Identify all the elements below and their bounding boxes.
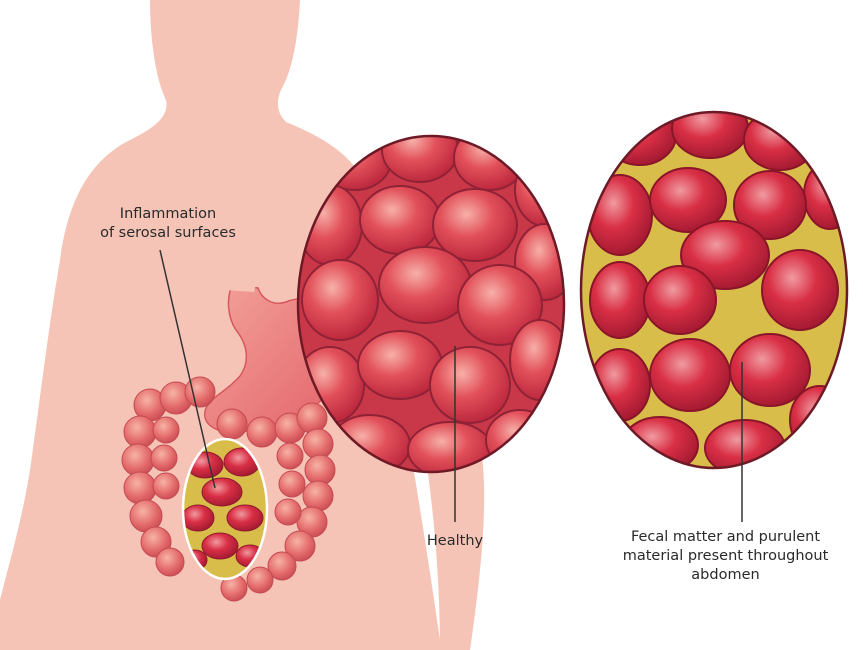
fecal-label-line-1: Fecal matter and purulent (588, 528, 863, 547)
inflammation-label-line-1: Inflammation (68, 205, 268, 224)
inflamed-zoom-panel (580, 98, 856, 476)
fecal-label-line-3: abdomen (588, 566, 863, 585)
inflammation-label: Inflammation of serosal surfaces (68, 205, 268, 243)
fecal-label-line-2: material present throughout (588, 547, 863, 566)
fecal-matter-label: Fecal matter and purulent material prese… (588, 528, 863, 585)
healthy-label: Healthy (410, 532, 500, 551)
inflammation-label-line-2: of serosal surfaces (68, 224, 268, 243)
healthy-label-text: Healthy (410, 532, 500, 551)
